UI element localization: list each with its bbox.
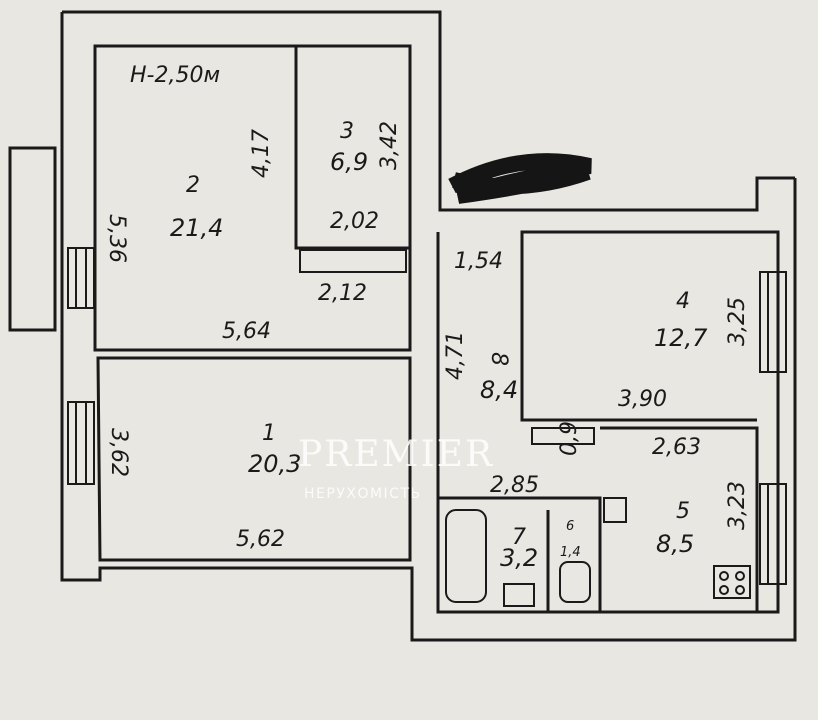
room-7-area: 3,2 [500,544,538,572]
bathtub-icon [445,509,487,603]
room-7-number: 7 [512,525,526,550]
room-2-area: 21,4 [170,214,223,242]
room-2-dim-wall: 4,17 [249,129,274,178]
room-6-number: 6 [566,519,574,534]
walls [8,10,797,642]
watermark-title: PREMIER [298,434,494,475]
room-3-dim-height: 3,42 [377,121,402,170]
room-4-area: 12,7 [654,324,708,352]
room-8-dim-door: 0,9 [557,421,582,456]
room-5-dim-width: 2,63 [652,435,701,460]
room-5-area: 8,5 [656,530,694,558]
room-3-dim-width: 2,02 [330,209,379,234]
room-4-number: 4 [676,289,690,314]
room-8-area: 8,4 [480,376,518,404]
room-5-number: 5 [676,499,690,524]
windows [67,247,787,585]
room-1-number: 1 [262,421,276,446]
stove-icon [713,565,751,599]
height-note: Н-2,50м [130,63,220,88]
sink-icon [503,583,535,607]
room-4-dim-width: 3,90 [618,387,667,412]
room-1-area: 20,3 [248,450,301,478]
room-8-dim-bottom: 2,85 [490,473,539,498]
room-8-dim-top: 1,54 [454,249,503,274]
room-8-dim-length: 4,71 [443,331,468,380]
room-6-area: 1,4 [560,545,581,560]
sink-icon-kitchen [603,497,627,523]
room-3-number: 3 [340,119,354,144]
toilet-icon [559,561,591,603]
room-2-dim-height: 5,36 [104,214,129,263]
room-3-dim-bottom: 2,12 [318,281,367,306]
room-2-dim-width: 5,64 [222,319,271,344]
watermark-subtitle: НЕРУХОМІСТЬ [304,486,422,502]
room-1-dim-width: 5,62 [236,527,285,552]
room-2-number: 2 [186,173,200,198]
room-1-dim-height: 3,62 [106,428,131,477]
redaction-scribble [448,153,592,204]
room-8-number: 8 [486,352,511,366]
fixtures [299,249,751,607]
room-3-area: 6,9 [330,148,368,176]
room-5-dim-height: 3,23 [725,481,750,530]
room-4-dim-height: 3,25 [725,297,750,346]
